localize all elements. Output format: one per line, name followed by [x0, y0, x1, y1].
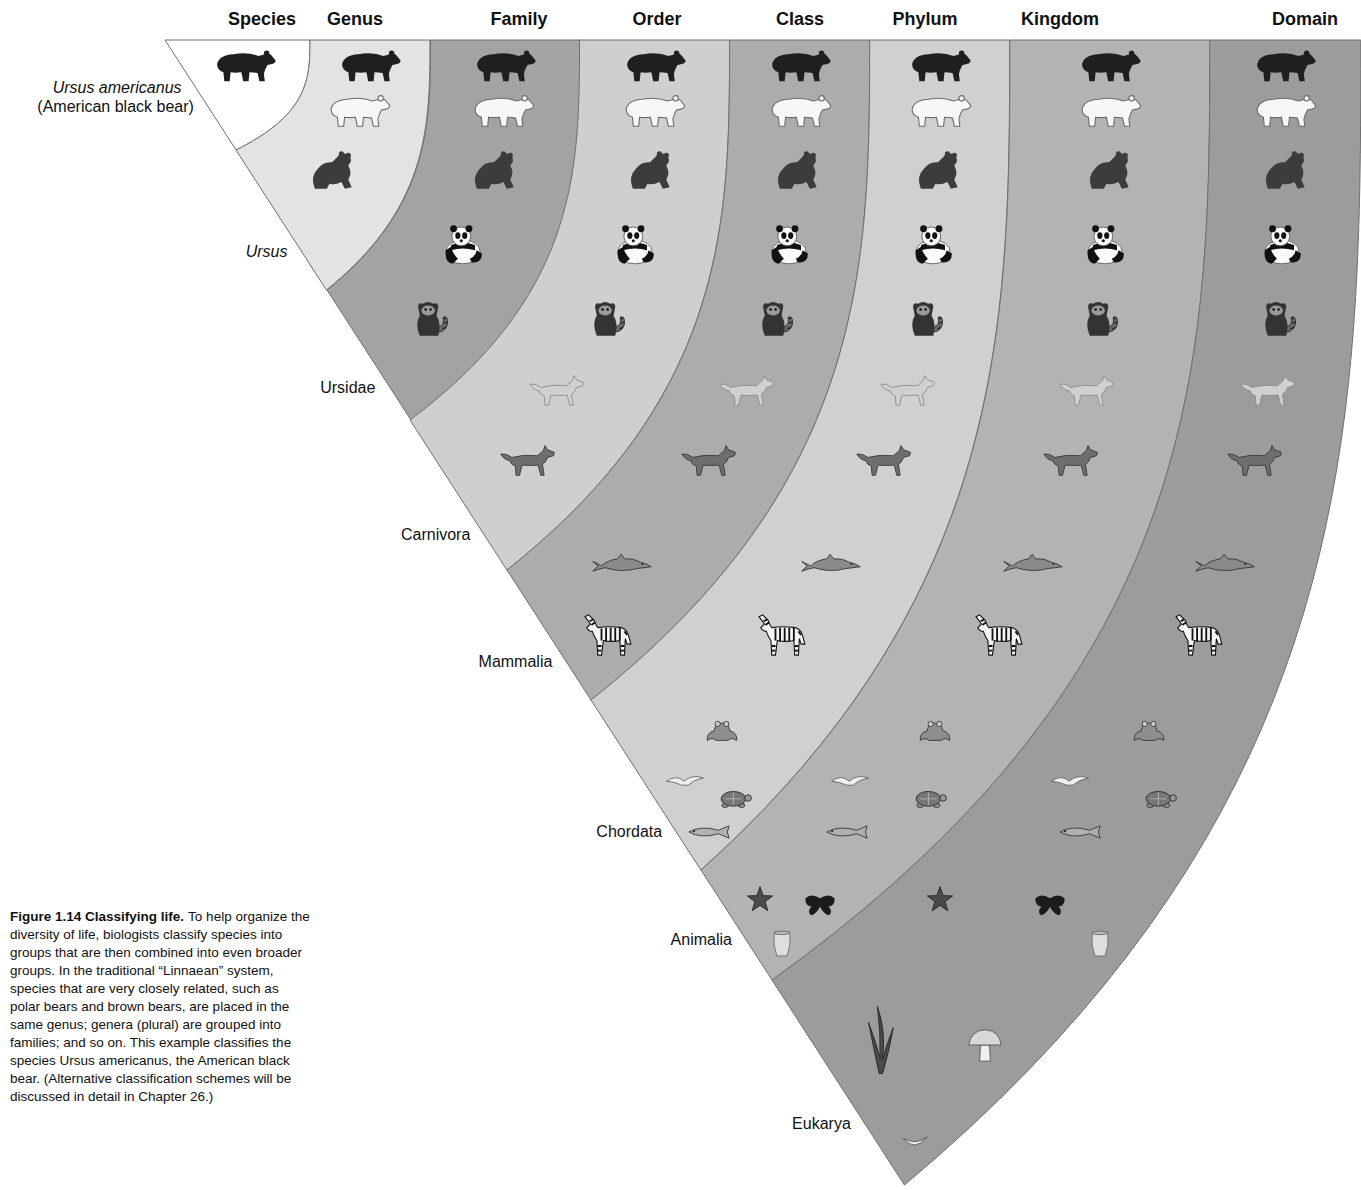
caption-block: Figure 1.14 Classifying life.To help org… [10, 908, 310, 1106]
taxon-band: DomainEukarya [772, 40, 1361, 1185]
band-outline [772, 40, 1361, 1185]
label-anchor: Carnivora [50, 525, 470, 544]
label-anchor: Kingdom [950, 8, 1170, 30]
rank-heading: Phylum [892, 8, 957, 30]
band-shape [327, 40, 581, 420]
taxon-name: Ursus americanus [53, 78, 182, 97]
taxon-band: PhylumChordata [591, 40, 1010, 870]
taxon-name: Ursus [246, 242, 288, 261]
label-anchor: Eukarya [431, 1114, 851, 1133]
band-shape [410, 40, 730, 570]
band-shape [591, 40, 1010, 870]
taxon-band: ClassMammalia [507, 40, 870, 700]
sponge-icon [1092, 931, 1108, 956]
band-shape [507, 40, 870, 700]
label-anchor: Ursus [0, 242, 287, 261]
taxon-name: (American black bear) [37, 97, 194, 116]
label-anchor: Ursus americanus [0, 78, 182, 97]
label-anchor: Order [547, 8, 767, 30]
band-shape [165, 40, 310, 150]
taxon-band: OrderCarnivora [410, 40, 730, 570]
label-anchor: Mammalia [132, 652, 552, 671]
rank-heading: Family [490, 8, 547, 30]
band-shape [772, 40, 1361, 1185]
rank-heading: Genus [327, 8, 383, 30]
label-anchor: Ursidae [0, 378, 375, 397]
label-anchor: Class [690, 8, 910, 30]
rank-heading: Species [228, 8, 296, 30]
taxon-band: SpeciesUrsus americanus(American black b… [165, 40, 310, 150]
taxon-band: GenusUrsus [236, 40, 430, 290]
taxon-name: Ursidae [320, 378, 375, 397]
label-anchor: Phylum [815, 8, 1035, 30]
taxon-band: FamilyUrsidae [327, 40, 581, 420]
taxon-name: Animalia [671, 930, 732, 949]
label-anchor: Animalia [312, 930, 732, 949]
taxon-band: KingdomAnimalia [701, 40, 1210, 980]
label-anchor: Domain [1195, 8, 1361, 30]
rank-heading: Class [776, 8, 824, 30]
band-shape [701, 40, 1210, 980]
label-anchor: Chordata [242, 822, 662, 841]
figure-caption-text: To help organize the diversity of life, … [10, 909, 310, 1104]
rank-heading: Kingdom [1021, 8, 1099, 30]
taxon-name: Mammalia [479, 652, 553, 671]
label-anchor: Family [409, 8, 629, 30]
taxon-name: Eukarya [792, 1114, 851, 1133]
rank-heading: Order [632, 8, 681, 30]
figure-title: Figure 1.14 Classifying life. [10, 909, 184, 924]
label-anchor: (American black bear) [0, 97, 194, 116]
taxon-name: Carnivora [401, 525, 470, 544]
taxon-name: Chordata [596, 822, 662, 841]
sponge-icon [774, 931, 790, 956]
rank-heading: Domain [1272, 8, 1338, 30]
